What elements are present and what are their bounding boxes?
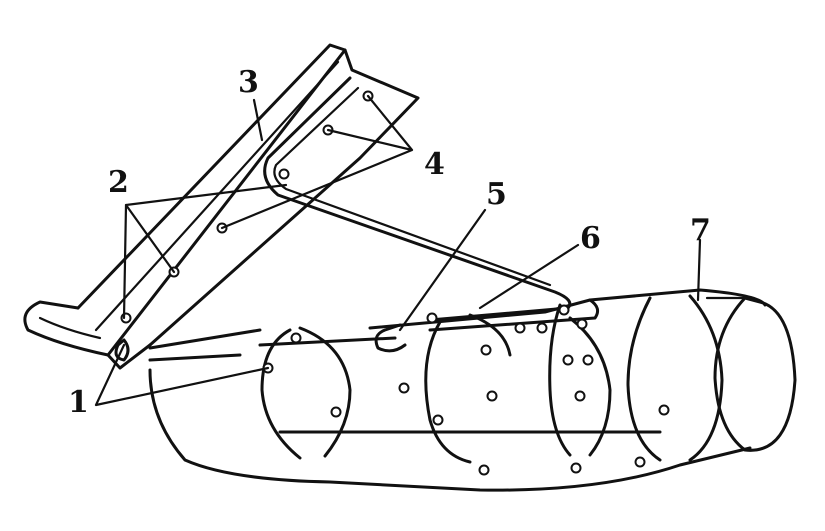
marker-dots [120,90,670,476]
ring-segments [260,294,797,464]
marker-dot [398,382,410,394]
marker-dot [570,462,582,474]
marker-dot [330,406,342,418]
leader-2 [122,183,288,320]
leader-5 [398,208,487,332]
marker-dot [480,344,492,356]
marker-dot [574,390,586,402]
label-1: 1 [68,385,89,420]
marker-dot [558,304,570,316]
label-3: 3 [238,65,259,100]
inclined-trough [23,43,420,370]
leader-1 [94,343,270,407]
leader-3 [252,98,264,142]
marker-dot [514,322,526,334]
marker-dot [278,168,290,180]
marker-dot [582,354,594,366]
marker-dot [658,404,670,416]
marker-dot [426,312,438,324]
leader-lines [94,94,702,407]
leader-4 [220,94,414,230]
label-6: 6 [580,221,601,256]
marker-dot [120,312,132,324]
leader-6 [478,243,580,310]
marker-dot [562,354,574,366]
label-7: 7 [690,213,711,248]
marker-dot [432,414,444,426]
label-5: 5 [486,177,507,212]
leader-7 [696,238,702,302]
marker-dot [536,322,548,334]
marker-dot [290,332,302,344]
marker-dot [634,456,646,468]
marker-dot [576,318,588,330]
marker-dot [478,464,490,476]
tube [263,76,600,353]
label-2: 2 [108,165,129,200]
cylinder-body [148,288,767,492]
marker-dot [486,390,498,402]
label-4: 4 [424,147,445,182]
